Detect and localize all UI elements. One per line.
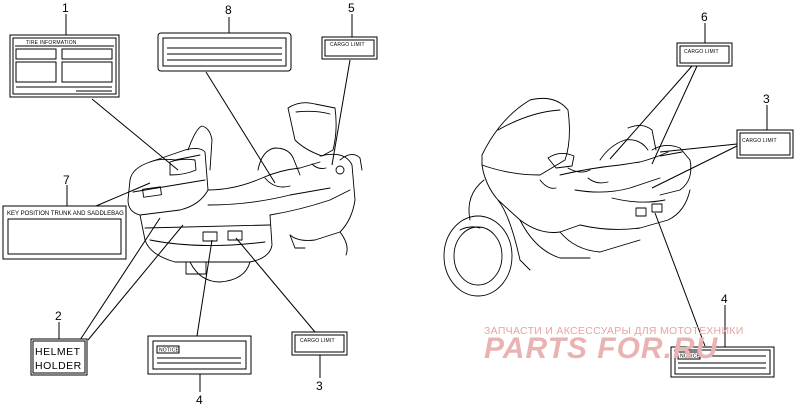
watermark-tagline: ЗАПЧАСТИ И АКСЕССУАРЫ ДЛЯ МОТОТЕХНИКИ bbox=[484, 325, 744, 337]
cargo-limit-label-6: CARGO LIMIT bbox=[676, 42, 733, 67]
tire-information-label: TIRE INFORMATION bbox=[9, 34, 120, 98]
callout-5: 5 bbox=[348, 1, 355, 15]
key-position-label: KEY POSITION TRUNK AND SADDLEBAG bbox=[2, 205, 127, 260]
cargo-limit-text-3-right: CARGO LIMIT bbox=[742, 138, 777, 144]
watermark-logo-text: PARTS FOR.RU bbox=[484, 332, 719, 365]
helmet-holder-label: HELMET HOLDER bbox=[30, 338, 88, 376]
watermark: ЗАПЧАСТИ И АКСЕССУАРЫ ДЛЯ МОТОТЕХНИКИ PA… bbox=[484, 325, 744, 365]
motorcycle-front-view bbox=[443, 97, 692, 297]
motorcycle-rear-view bbox=[127, 102, 363, 283]
callout-1: 1 bbox=[62, 1, 69, 15]
callout-4-right: 4 bbox=[721, 292, 728, 306]
tire-information-text: TIRE INFORMATION bbox=[26, 40, 77, 46]
holder-text: HOLDER bbox=[35, 360, 82, 372]
label-8 bbox=[157, 32, 292, 72]
cargo-limit-text-3-left: CARGO LIMIT bbox=[300, 338, 335, 344]
callout-7: 7 bbox=[63, 173, 70, 187]
cargo-limit-text-6: CARGO LIMIT bbox=[684, 49, 719, 55]
notice-label-right: NOTICE bbox=[670, 346, 775, 378]
callout-8: 8 bbox=[225, 3, 232, 17]
callout-6: 6 bbox=[701, 10, 708, 24]
notice-label-left: NOTICE bbox=[147, 335, 252, 375]
callout-numbers: 1 8 5 7 2 4 3 6 3 4 bbox=[55, 1, 770, 407]
cargo-limit-label-3-right: CARGO LIMIT bbox=[736, 129, 794, 159]
cargo-limit-text-5: CARGO LIMIT bbox=[330, 42, 365, 48]
key-position-text: KEY POSITION TRUNK AND SADDLEBAG bbox=[7, 211, 124, 217]
callout-2: 2 bbox=[55, 309, 62, 323]
callout-3-right: 3 bbox=[763, 92, 770, 106]
callout-4-left: 4 bbox=[196, 393, 203, 407]
cargo-limit-label-3-left: CARGO LIMIT bbox=[291, 331, 348, 356]
cargo-limit-label-5: CARGO LIMIT bbox=[321, 36, 378, 60]
notice-text-right: NOTICE bbox=[680, 354, 701, 360]
callout-3-left: 3 bbox=[316, 379, 323, 393]
helmet-text: HELMET bbox=[35, 346, 81, 358]
notice-text-left: NOTICE bbox=[159, 348, 180, 354]
